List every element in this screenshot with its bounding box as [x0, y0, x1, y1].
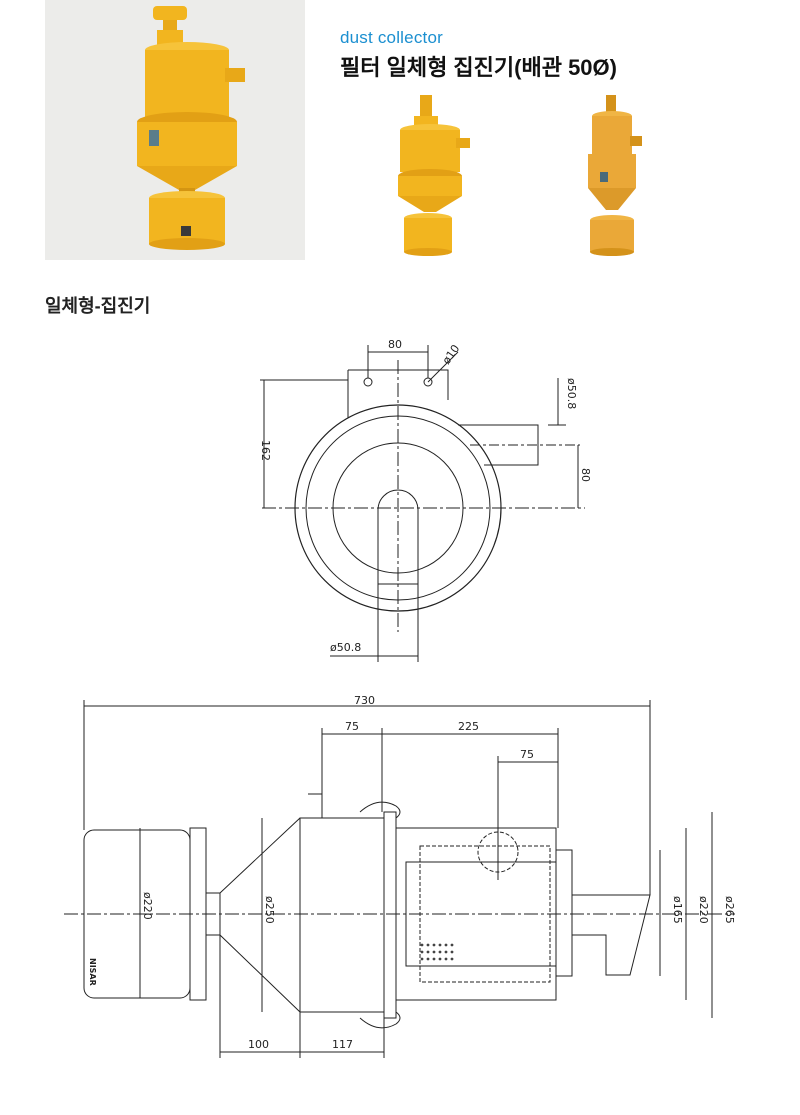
header-title: 필터 일체형 집진기(배관 50Ø) [340, 55, 617, 80]
dim-outlet-dia: ø50.8 [565, 378, 578, 409]
vent-dots [420, 943, 454, 961]
collector-photo-illustration [137, 6, 245, 250]
dim-dia220-right: ø220 [697, 896, 710, 924]
dim-117: 117 [332, 1038, 353, 1051]
dim-dia165: ø165 [671, 896, 684, 924]
dim-dia220-left: ø220 [141, 892, 154, 920]
dim-inlet-dia: ø50.8 [330, 641, 361, 654]
header-subtitle: dust collector [340, 28, 443, 47]
dim-225: 225 [458, 720, 479, 733]
dim-162: 162 [259, 440, 272, 461]
dim-dia250: ø250 [263, 896, 276, 924]
dim-75-a: 75 [345, 720, 359, 733]
dim-100: 100 [248, 1038, 269, 1051]
thumbnail-yellow [398, 95, 470, 256]
dim-dia265: ø265 [723, 896, 736, 924]
dim-offset-80: 80 [579, 468, 592, 482]
dim-top-80: 80 [388, 338, 402, 351]
section-title: 일체형-집진기 [45, 296, 151, 316]
thumbnail-orange [588, 95, 642, 256]
dim-75-b: 75 [520, 748, 534, 761]
dim-730: 730 [354, 694, 375, 707]
product-photo [45, 0, 305, 260]
motor-logo: NISAR [88, 958, 97, 986]
